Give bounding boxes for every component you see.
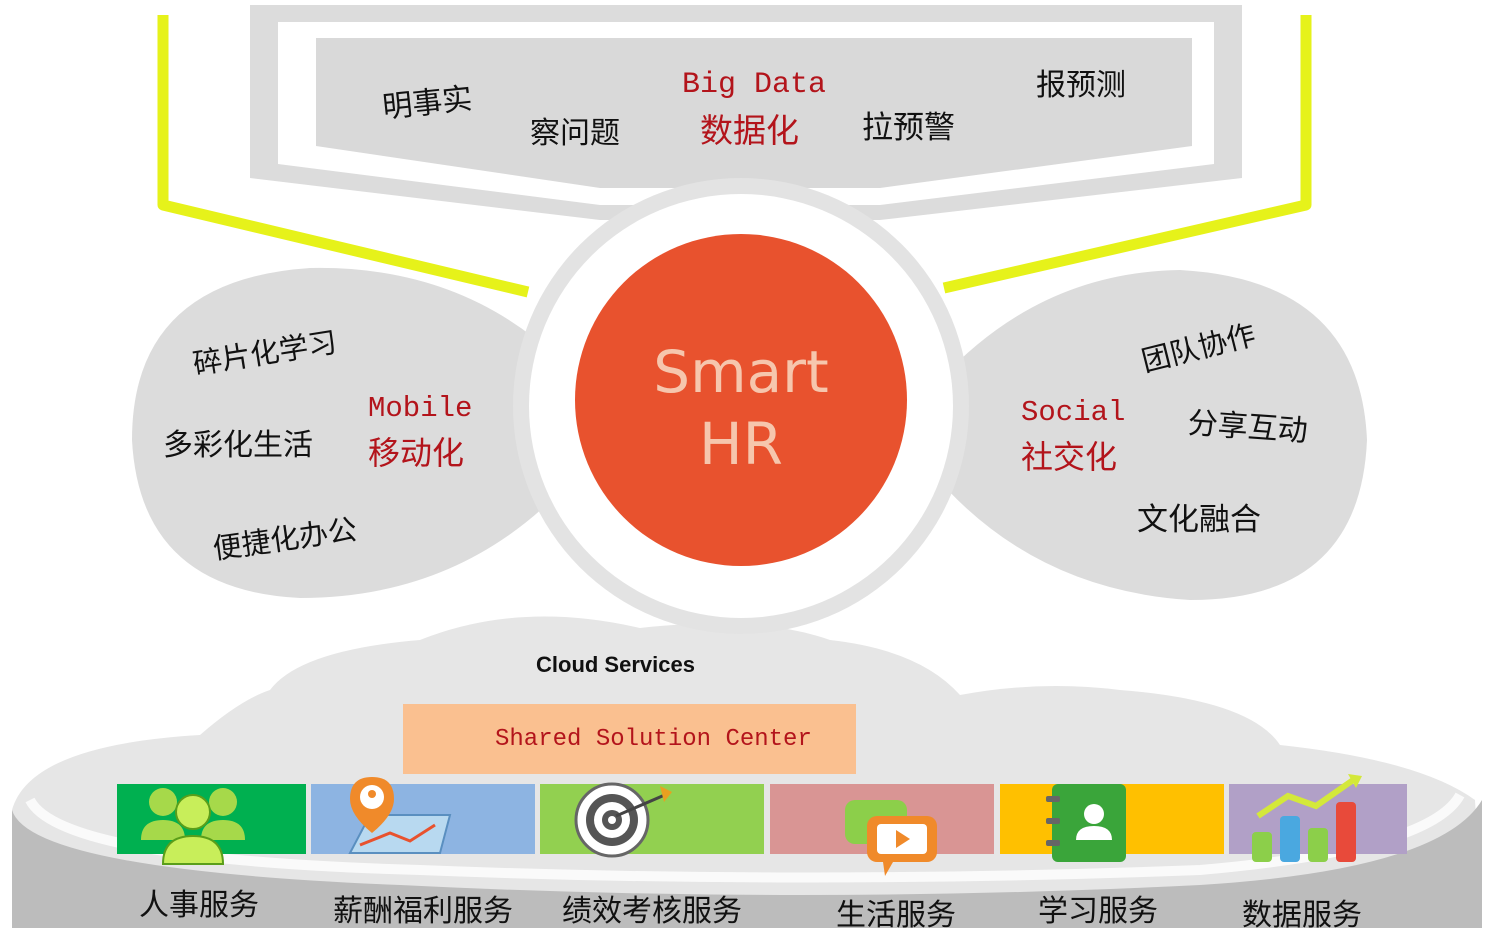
big-data-cn-label: 数据化	[700, 111, 799, 150]
left-item-life: 多彩化生活	[163, 428, 313, 463]
hub-title-line2: HR	[699, 410, 783, 478]
target-icon	[574, 782, 672, 858]
contact-book-icon	[1046, 784, 1126, 862]
right-bubble-shape	[930, 270, 1367, 600]
right-item-culture: 文化融合	[1137, 502, 1261, 538]
cloud-services-title: Cloud Services	[536, 652, 695, 677]
shared-solution-center-box: Shared Solution Center	[403, 704, 856, 774]
service-label-hr: 人事服务	[139, 888, 259, 923]
hub-circle	[575, 234, 907, 566]
mobile-cn-label: 移动化	[368, 434, 465, 472]
hub-title-line1: Smart	[653, 338, 829, 406]
top-item-facts: 明事实	[380, 81, 474, 126]
service-label-life: 生活服务	[836, 898, 956, 933]
service-label-learning: 学习服务	[1038, 894, 1158, 929]
right-accent-line	[942, 15, 1312, 294]
service-label-performance: 绩效考核服务	[562, 894, 742, 929]
mobile-label: Mobile	[368, 392, 473, 425]
social-cn-label: 社交化	[1021, 438, 1118, 476]
top-item-problems: 察问题	[530, 116, 620, 151]
left-accent-line	[157, 15, 530, 298]
social-label: Social	[1021, 396, 1126, 429]
left-bubble-shape	[132, 267, 580, 598]
big-data-label: Big Data	[682, 68, 827, 102]
service-label-payroll: 薪酬福利服务	[333, 894, 513, 929]
right-item-share: 分享互动	[1186, 405, 1309, 450]
map-pin-icon	[348, 777, 452, 854]
video-chat-icon	[845, 800, 937, 876]
shared-solution-center-label: Shared Solution Center	[495, 726, 812, 753]
top-item-forecast: 报预测	[1036, 68, 1126, 103]
bar-chart-icon	[1252, 774, 1362, 862]
people-icon	[141, 788, 245, 865]
top-item-warning: 拉预警	[862, 110, 955, 146]
service-label-data: 数据服务	[1242, 898, 1362, 933]
top-panel-shape	[250, 5, 1242, 220]
